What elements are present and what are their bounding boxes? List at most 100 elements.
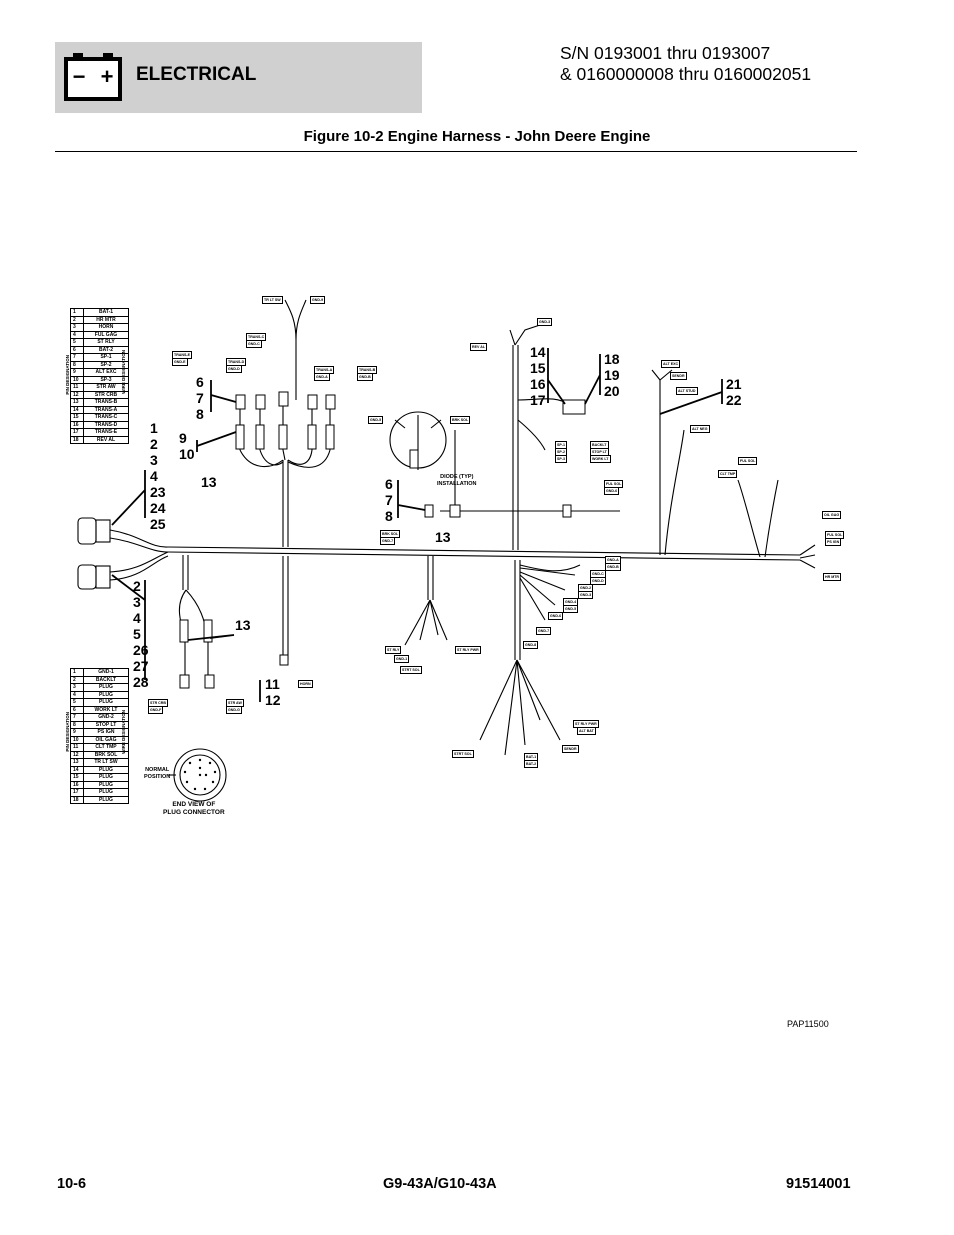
wire-name: BAT-1 bbox=[83, 308, 129, 317]
right-branches bbox=[659, 380, 779, 558]
tag-sendr2: SENDR bbox=[562, 745, 579, 753]
tag-gnd-1: GND-1 bbox=[394, 655, 410, 663]
tag-sendr: SENDR bbox=[670, 372, 687, 380]
wire-name: SP-1 bbox=[83, 353, 129, 362]
tag-gnd-top: GND-9 bbox=[310, 296, 326, 304]
tag-alt-neg: ALT NEG bbox=[690, 425, 710, 433]
wire-name: PS IGN bbox=[83, 728, 129, 737]
pin-number: 14 bbox=[70, 765, 84, 774]
bottom-plug-collar bbox=[95, 565, 111, 589]
pin-number: 5 bbox=[70, 338, 84, 347]
tag-st-rly: ST RLY bbox=[385, 646, 402, 654]
wire-name: GND-1 bbox=[83, 668, 129, 677]
wire-name: CLT TMP bbox=[83, 743, 129, 752]
pin-number: 6 bbox=[70, 705, 84, 714]
tag-gnd-a: GND-A bbox=[314, 373, 330, 381]
connector-blocks bbox=[179, 391, 586, 689]
starter-branch bbox=[479, 560, 561, 756]
diode-note: DIODE (TYP) INSTALLATION bbox=[437, 474, 477, 487]
pin-number: 5 bbox=[70, 698, 84, 707]
tag-gnd-b: GND-B bbox=[357, 373, 373, 381]
tag-gnd-6b: GND-6 bbox=[548, 612, 564, 620]
pin-number: 7 bbox=[70, 353, 84, 362]
pin-number: 17 bbox=[70, 428, 84, 437]
pin-number: 13 bbox=[70, 398, 84, 407]
trans-branch-trunk bbox=[282, 460, 289, 547]
pin-number: 2 bbox=[70, 315, 84, 324]
ground-fanout bbox=[519, 564, 581, 621]
pin-number: 10 bbox=[70, 375, 84, 384]
tag-gnd-3: GND-3 bbox=[578, 591, 594, 599]
bottom-plug-lead-b bbox=[109, 555, 169, 581]
wire-name: SP-2 bbox=[83, 360, 129, 369]
top-plug-lead-a bbox=[109, 529, 169, 548]
wire-name: PLUG bbox=[83, 780, 129, 789]
wire-name: HR MTR bbox=[83, 315, 129, 324]
page-number: 10-6 bbox=[57, 1176, 87, 1192]
serial-range: S/N 0193001 thru 0193007 & 0160000008 th… bbox=[560, 43, 900, 85]
top-plug-collar bbox=[95, 519, 111, 543]
serial-line-2: & 0160000008 thru 0160002051 bbox=[560, 64, 812, 84]
wire-name: TRANS-A bbox=[83, 405, 129, 414]
pin-number: 16 bbox=[70, 780, 84, 789]
tag-gnd-f: GND-F bbox=[148, 706, 164, 714]
wire-name: PLUG bbox=[83, 773, 129, 782]
tag-gnd-7: GND-7 bbox=[380, 537, 396, 545]
callout-13-mid: 13 bbox=[235, 617, 251, 633]
figure-title: Figure 10-2 Engine Harness - John Deere … bbox=[303, 128, 651, 145]
pin-number: 1 bbox=[70, 668, 84, 677]
wire-name: PLUG bbox=[83, 690, 129, 699]
tag-st-rly-pwr: ST RLY PWR bbox=[455, 646, 481, 654]
tag-gnd-rev: GND-3 bbox=[537, 318, 553, 326]
pin-number: 13 bbox=[70, 758, 84, 767]
tag-rev-al: REV AL bbox=[470, 343, 488, 351]
pin-number: 12 bbox=[70, 390, 84, 399]
tag-gnd-d: GND-D bbox=[226, 365, 242, 373]
pin-number: 6 bbox=[70, 345, 84, 354]
callout-18-20: 18 19 20 bbox=[604, 351, 620, 399]
wire-name: STOP LT bbox=[83, 720, 129, 729]
tag-ful-sol: FUL SOL bbox=[738, 457, 758, 465]
pin-number: 9 bbox=[70, 368, 84, 377]
pin-number: 8 bbox=[70, 360, 84, 369]
tag-horn: HORN bbox=[298, 680, 313, 688]
drawing-number: PAP11500 bbox=[787, 1019, 829, 1029]
wire-name: TRANS-C bbox=[83, 413, 129, 422]
relay-branch-trunk bbox=[512, 345, 519, 550]
callout-leaders bbox=[111, 348, 723, 702]
tag-clt-tmp: CLT TMP bbox=[718, 470, 738, 478]
wire-name: HORN bbox=[83, 323, 129, 332]
tag-brk-sol: BRK SOL bbox=[450, 416, 471, 424]
tag-bat-2: BAT-2 bbox=[524, 760, 539, 768]
wire-name: GND-2 bbox=[83, 713, 129, 722]
pin-number: 4 bbox=[70, 330, 84, 339]
tag-strt-sol2: STRT SOL bbox=[452, 750, 474, 758]
horn-branch bbox=[282, 556, 289, 660]
normal-position-note: NORMAL POSITION bbox=[144, 767, 171, 780]
battery-minus-sign: − bbox=[73, 64, 86, 89]
callout-bottom-plug-group: 2 3 4 5 26 27 28 bbox=[133, 578, 149, 690]
wire-name: TRANS-D bbox=[83, 420, 129, 429]
pin-number: 12 bbox=[70, 750, 84, 759]
pin-number: 11 bbox=[70, 383, 84, 392]
callout-14-17: 14 15 16 17 bbox=[530, 344, 546, 408]
tag-alt-stud: ALT STUD bbox=[676, 387, 698, 395]
